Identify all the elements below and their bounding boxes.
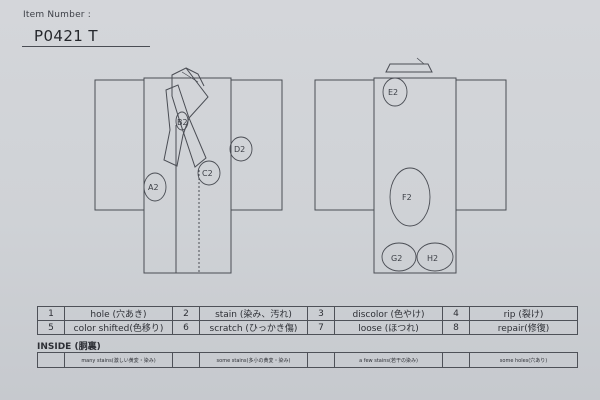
mark-c2-circle: [197, 160, 221, 186]
mark-h2-label: H2: [427, 254, 438, 263]
mark-e2-label: E2: [388, 88, 398, 97]
legend-row: 1 hole (穴あき) 2 stain (染み、汚れ) 3 discolor …: [37, 306, 578, 321]
legend-label: loose (ほつれ): [334, 320, 443, 335]
mark-h2-circle: [416, 242, 454, 272]
legend-label: color shifted(色移り): [64, 320, 173, 335]
legend-label: stain (染み、汚れ): [199, 306, 308, 321]
mark-a2-label: A2: [148, 183, 159, 192]
inside-checkbox-cell[interactable]: [307, 352, 335, 368]
legend-num: 4: [442, 306, 470, 321]
legend-label: hole (穴あき): [64, 306, 173, 321]
front-labels: B2 D2 A2 C2: [148, 118, 245, 192]
inside-option: some holes(穴あり): [469, 352, 578, 368]
mark-g2-label: G2: [391, 254, 402, 263]
mark-c2-label: C2: [202, 169, 213, 178]
mark-g2-circle: [381, 242, 417, 272]
mark-f2-label: F2: [402, 193, 412, 202]
inside-checkbox-cell[interactable]: [37, 352, 65, 368]
mark-d2-label: D2: [234, 145, 245, 154]
back-left-sleeve: [314, 79, 375, 211]
mark-d2-circle: [229, 136, 253, 162]
item-number-value: P0421 T: [34, 27, 98, 45]
inside-option: a few stains(若干の染み): [334, 352, 443, 368]
legend-num: 2: [172, 306, 200, 321]
item-number-underline: [22, 46, 150, 47]
mark-e2-circle: [382, 77, 408, 107]
front-body: [143, 77, 232, 274]
back-collar: [385, 63, 433, 73]
legend-num: 1: [37, 306, 65, 321]
damage-legend-table: 1 hole (穴あき) 2 stain (染み、汚れ) 3 discolor …: [37, 306, 578, 335]
collar-back-top: [185, 67, 205, 87]
back-labels: E2 F2 G2 H2: [388, 88, 438, 263]
mark-b2-circle: [175, 111, 189, 131]
legend-num: 8: [442, 320, 470, 335]
inside-section-title: INSIDE (胴裏): [37, 342, 101, 352]
legend-label: discolor (色やけ): [334, 306, 443, 321]
inside-option: some stains(多小の黄変・染み): [199, 352, 308, 368]
inside-checkbox-cell[interactable]: [442, 352, 470, 368]
back-collar-tab: [416, 57, 425, 65]
mark-f2-circle: [389, 167, 431, 227]
mark-a2-circle: [143, 172, 167, 202]
mark-b2-label: B2: [177, 118, 188, 127]
inside-row: many stains(激しい黄変・染み) some stains(多小の黄変・…: [37, 352, 578, 368]
item-number-label: Item Number :: [23, 10, 91, 20]
inside-condition-table: many stains(激しい黄変・染み) some stains(多小の黄変・…: [37, 352, 578, 368]
legend-label: scratch (ひっかき傷): [199, 320, 308, 335]
legend-num: 5: [37, 320, 65, 335]
legend-num: 6: [172, 320, 200, 335]
back-view: [314, 57, 507, 274]
collar-band-right: [171, 67, 209, 168]
front-left-sleeve: [94, 79, 145, 211]
back-right-sleeve: [455, 79, 507, 211]
collar-stitch: [181, 71, 199, 83]
collar-band-left: [163, 84, 190, 167]
legend-label: repair(修復): [469, 320, 578, 335]
legend-num: 3: [307, 306, 335, 321]
legend-row: 5 color shifted(色移り) 6 scratch (ひっかき傷) 7…: [37, 320, 578, 335]
legend-label: rip (裂け): [469, 306, 578, 321]
inside-checkbox-cell[interactable]: [172, 352, 200, 368]
front-view: [94, 67, 283, 274]
legend-num: 7: [307, 320, 335, 335]
back-body: [373, 77, 457, 274]
inside-option: many stains(激しい黄変・染み): [64, 352, 173, 368]
